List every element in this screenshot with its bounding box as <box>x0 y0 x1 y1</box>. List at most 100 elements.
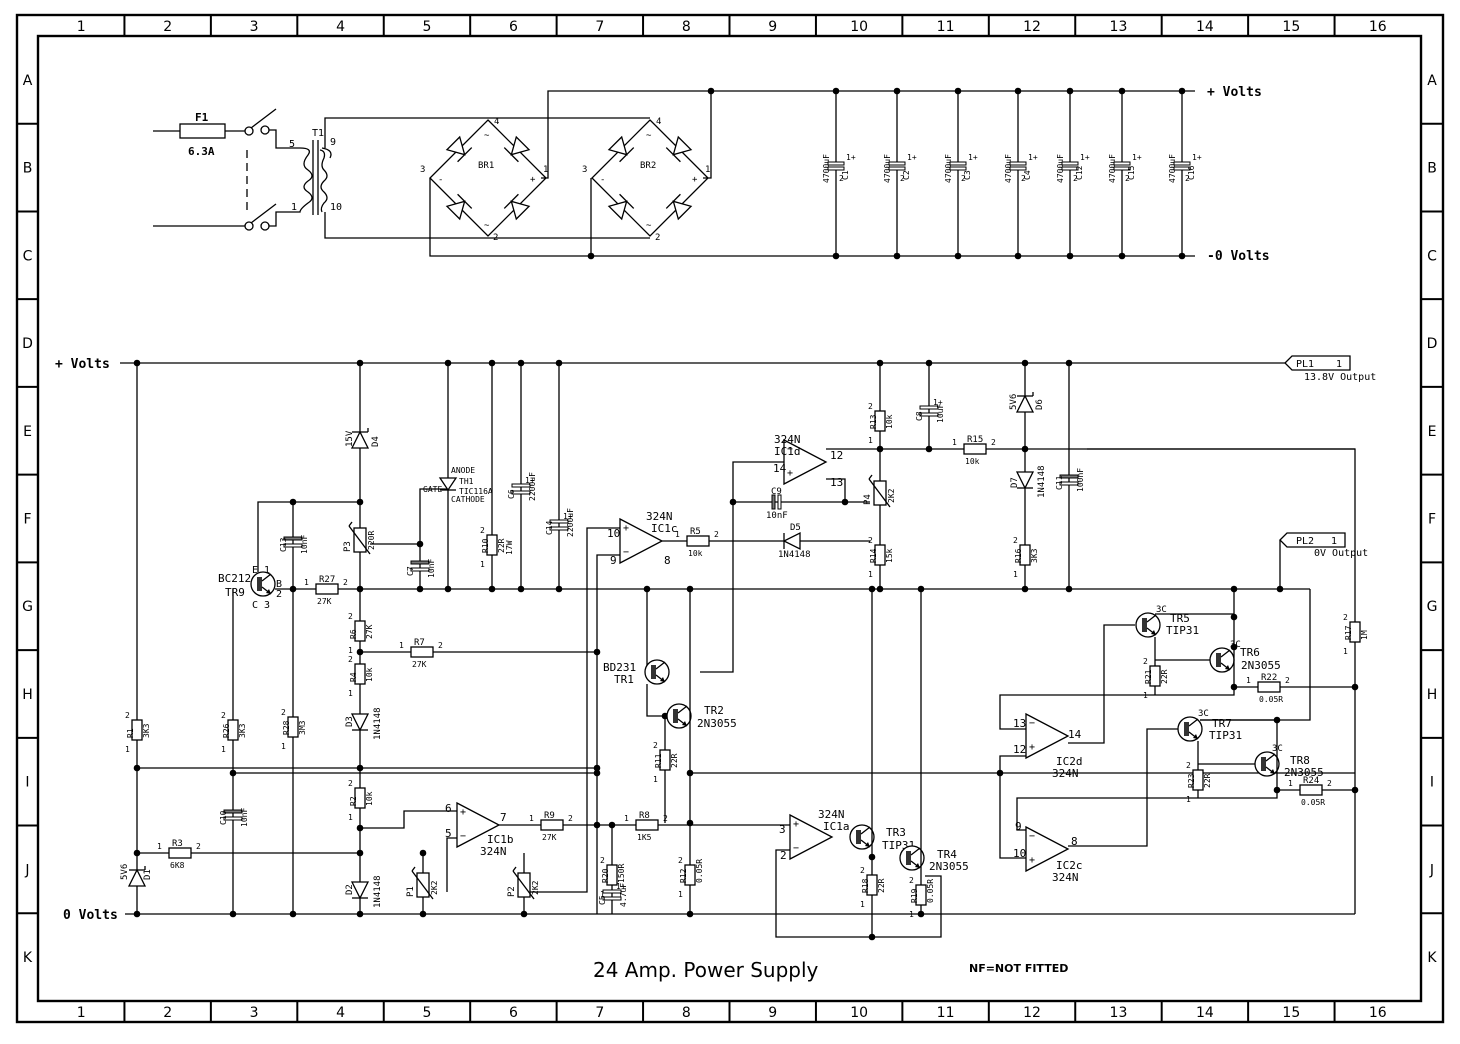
junction-dot <box>133 910 141 918</box>
opamp-icon <box>1025 825 1070 873</box>
thyristor-gate: GATE <box>423 485 442 494</box>
svg-text:1: 1 <box>868 436 873 445</box>
svg-text:3C: 3C <box>1156 605 1167 615</box>
resistor-value: 22R <box>1203 773 1212 788</box>
junction-dot <box>1066 252 1074 260</box>
diode-ref: D3 <box>345 716 355 727</box>
capacitor-ref: C9 <box>771 487 782 497</box>
schematic-title: 24 Amp. Power Supply <box>593 958 819 982</box>
svg-text:1: 1 <box>860 900 865 909</box>
resistor-value: 10k <box>365 791 374 806</box>
transistor-tr5 <box>1135 612 1161 638</box>
transformer-t1: T1 5 1 9 10 <box>289 128 342 215</box>
transistor-tr6 <box>1209 647 1235 673</box>
capacitor-value: 4700uF <box>1056 154 1065 183</box>
resistor-ref: R18 <box>861 878 870 893</box>
svg-text:1: 1 <box>1246 676 1251 685</box>
svg-text:+: + <box>460 807 466 818</box>
row-marker-left: A <box>23 73 33 89</box>
resistor-value: 3K3 <box>142 723 151 738</box>
pin-number: 8 <box>1071 835 1078 848</box>
opamp-ref: IC2c <box>1056 859 1083 872</box>
resistor-ref: R6 <box>349 629 358 639</box>
capacitor-value: 4700uF <box>822 154 831 183</box>
capacitor-ref: C2 <box>902 170 911 180</box>
row-marker-right: F <box>1428 512 1436 528</box>
rail-label-top-plus: + Volts <box>1207 85 1262 100</box>
diode-ref: D4 <box>371 436 381 447</box>
junction-dot <box>356 910 364 918</box>
capacitor-ref: C4 <box>1023 170 1032 180</box>
column-marker-bottom: 15 <box>1282 1005 1300 1021</box>
resistor-ref: R26 <box>222 723 231 738</box>
pin-number: 4 <box>494 117 499 127</box>
svg-text:1: 1 <box>1288 779 1293 788</box>
resistor-value: 22R <box>1160 669 1169 684</box>
junction-dot <box>925 359 933 367</box>
capacitor-value: 10uF <box>936 404 945 423</box>
svg-text:T1: T1 <box>312 128 324 139</box>
svg-text:1: 1 <box>868 570 873 579</box>
svg-text:2: 2 <box>991 438 996 447</box>
resistor-ref: R16 <box>1014 548 1023 563</box>
svg-text:1: 1 <box>1186 795 1191 804</box>
resistor-value: 0.05R <box>695 859 704 883</box>
transistor-ref: TR3 <box>886 826 906 839</box>
junction-dot <box>1065 585 1073 593</box>
resistor-value: 22R <box>877 878 886 893</box>
column-marker-bottom: 6 <box>509 1005 518 1021</box>
column-marker-top: 1 <box>77 19 86 35</box>
opamp-part: 324N <box>818 808 845 821</box>
svg-text:1: 1 <box>348 689 353 698</box>
junction-dot <box>517 359 525 367</box>
column-marker-top: 15 <box>1282 19 1300 35</box>
svg-text:2: 2 <box>1343 613 1348 622</box>
capacitor-ref: C10 <box>219 810 228 825</box>
pot-ref: P3 <box>343 541 353 552</box>
junction-dot <box>1014 87 1022 95</box>
pot-value: 2K2 <box>887 488 896 503</box>
capacitor-value: 10nF <box>300 535 309 554</box>
svg-text:−: − <box>460 831 466 842</box>
pin-number: 4 <box>656 117 661 127</box>
junction-dot <box>868 585 876 593</box>
diode-icon <box>510 200 531 221</box>
junction-dot <box>488 359 496 367</box>
svg-text:+: + <box>530 175 536 185</box>
connector-label: 13.8V Output <box>1304 372 1376 383</box>
transistor-part: BC212 <box>218 572 251 585</box>
junction-dot <box>1021 359 1029 367</box>
svg-text:2: 2 <box>714 530 719 539</box>
junction-dot <box>1230 683 1238 691</box>
row-marker-left: H <box>22 687 33 703</box>
column-marker-top: 12 <box>1023 19 1041 35</box>
bridge-ref: BR1 <box>478 161 494 171</box>
svg-text:2: 2 <box>1013 536 1018 545</box>
column-marker-bottom: 7 <box>595 1005 604 1021</box>
resistor-value: 1K5 <box>637 833 652 842</box>
svg-text:2: 2 <box>1073 174 1078 183</box>
connector-ref: PL1 <box>1296 359 1314 370</box>
svg-text:2: 2 <box>348 612 353 621</box>
pot-value: 2K2 <box>531 880 540 895</box>
pin-number: 13 <box>830 476 843 489</box>
connector-pl2 <box>1279 532 1346 548</box>
pot-value: 2K2 <box>430 880 439 895</box>
row-marker-right: E <box>1428 424 1437 440</box>
junction-dot <box>954 252 962 260</box>
svg-text:+: + <box>692 175 698 185</box>
svg-text:~: ~ <box>484 131 490 141</box>
pin-number: 2 <box>493 233 498 243</box>
opamp-icon <box>619 517 664 565</box>
